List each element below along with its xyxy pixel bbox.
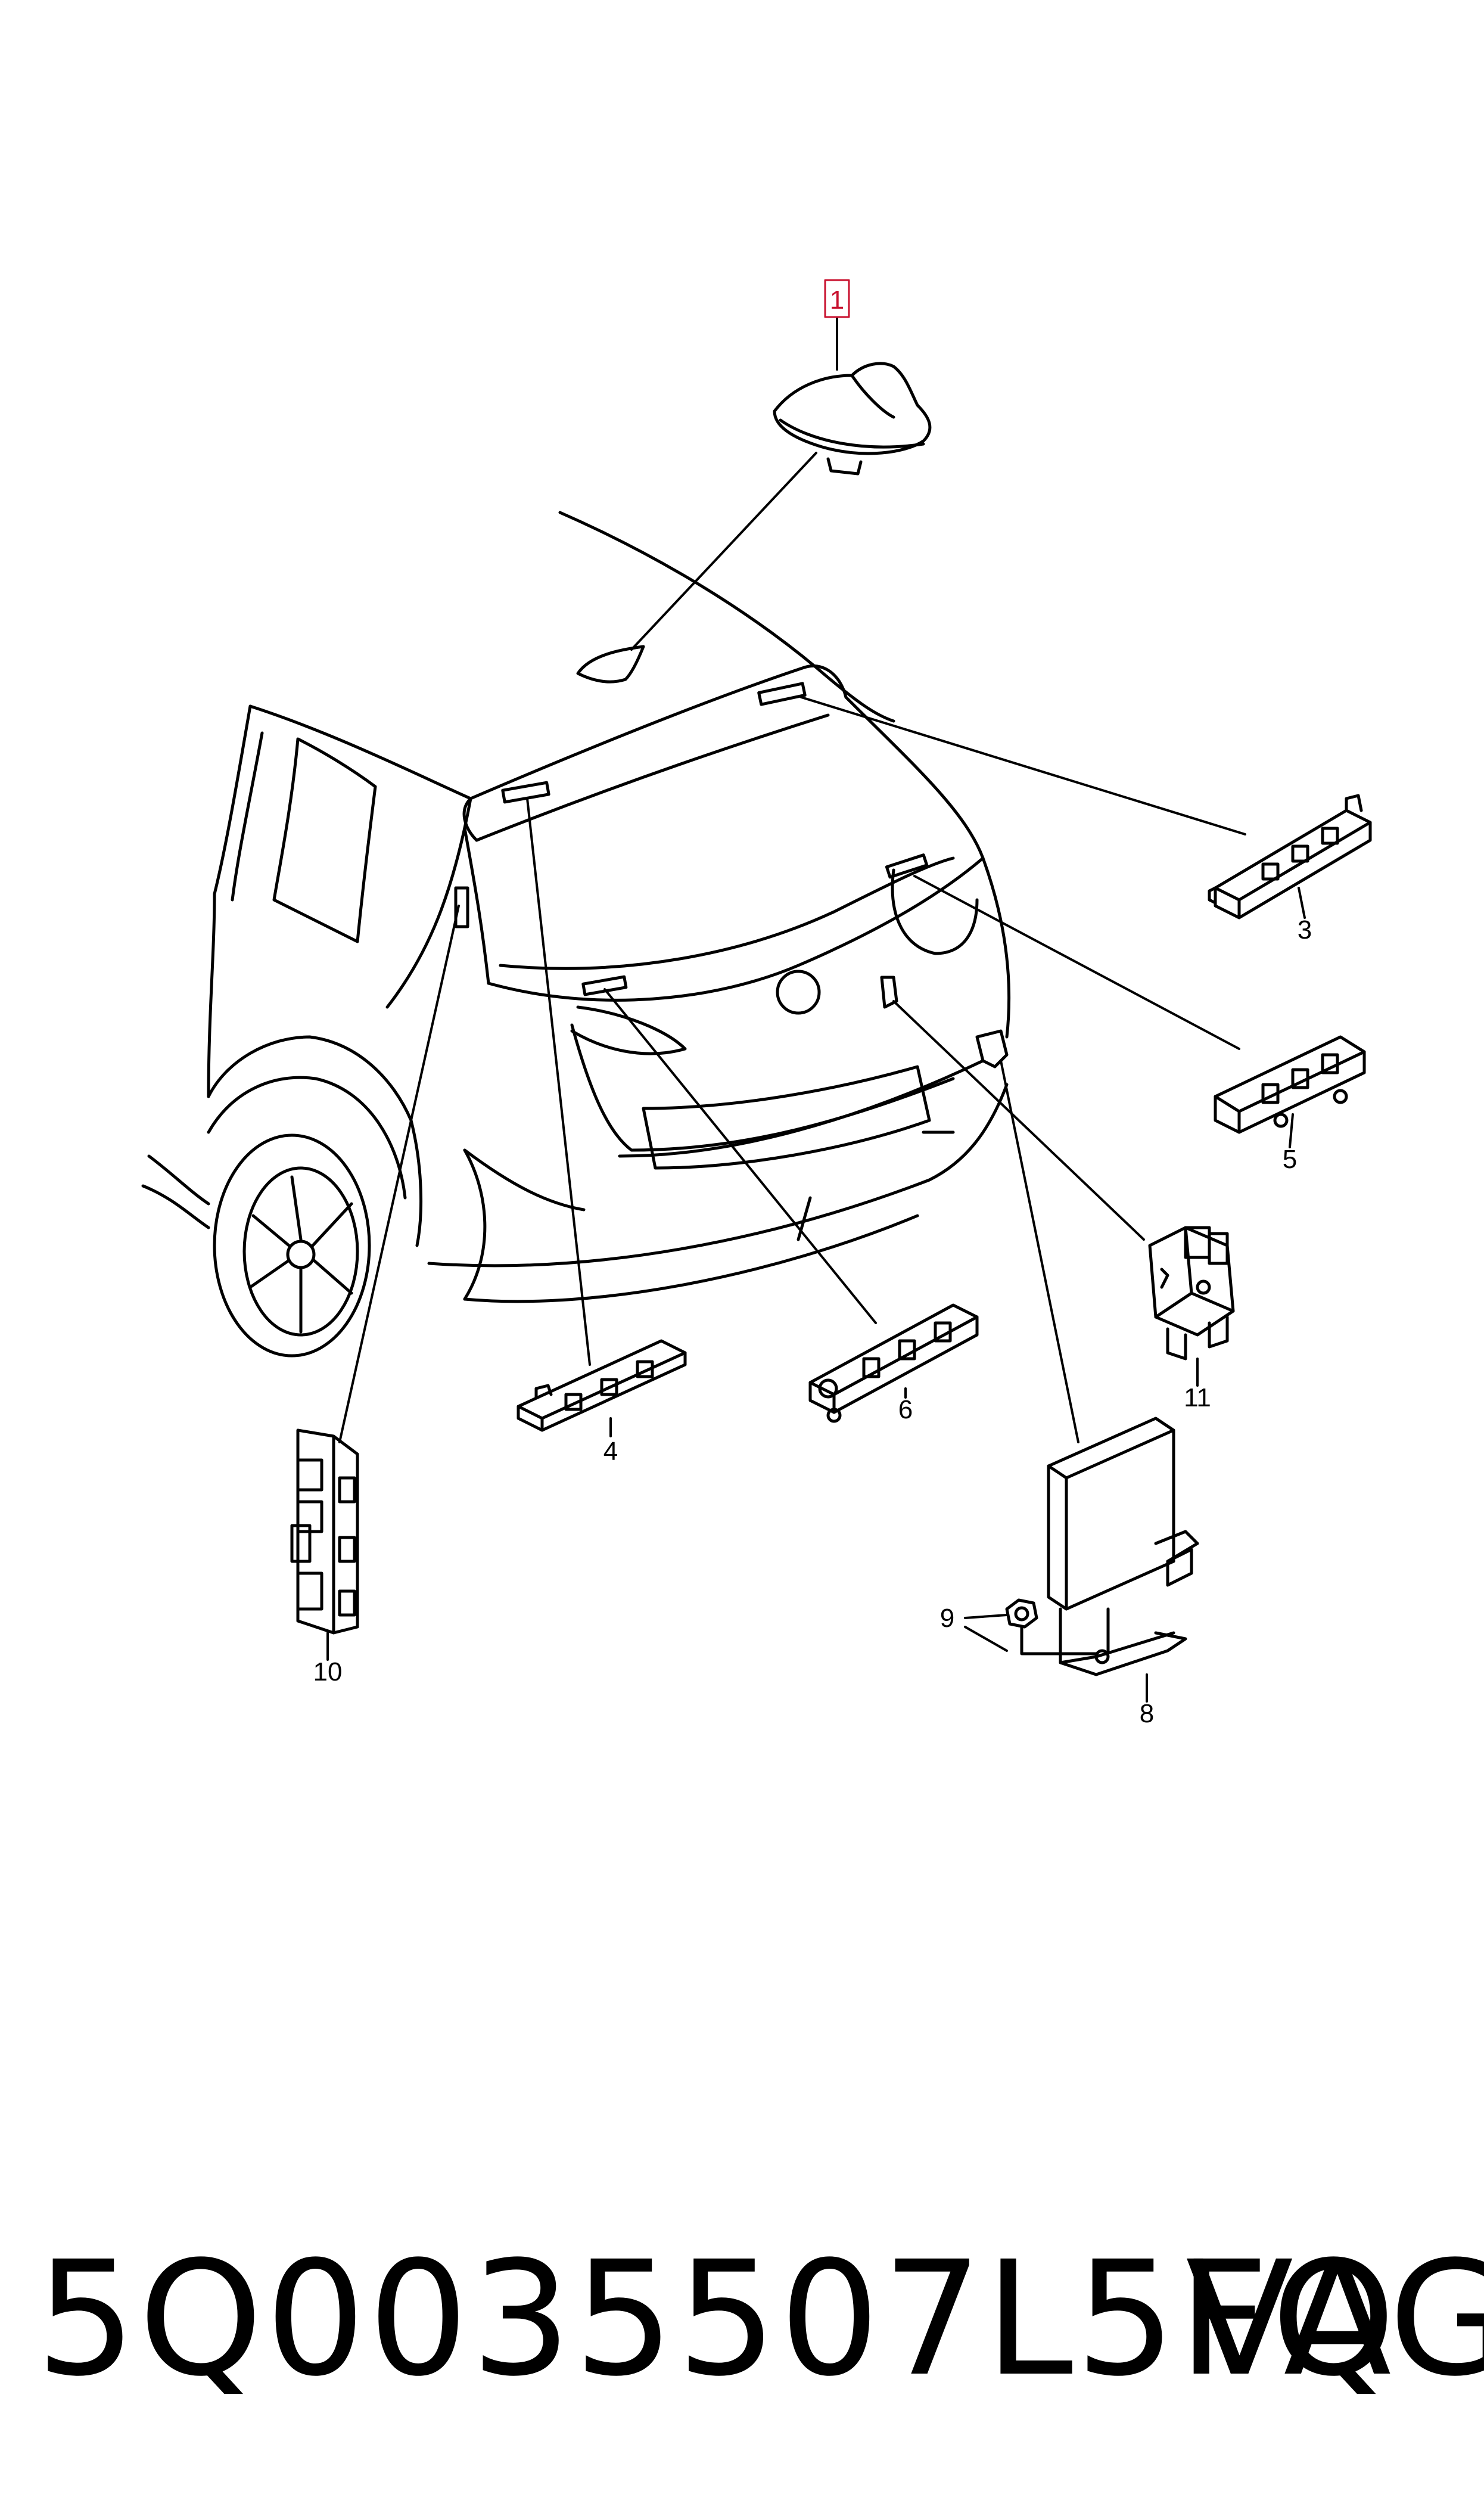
part-10-connector-module: [290, 1428, 359, 1635]
part-3-antenna-amplifier: [1208, 794, 1372, 920]
callout-5: 5: [1283, 1145, 1297, 1174]
callout-9: 9: [940, 1604, 954, 1633]
parts-diagram: 1 3 4 5 6 8 9 10 11: [141, 279, 1372, 1728]
label-leader-ticks: [326, 887, 1306, 1703]
part-8-control-unit: [1047, 1417, 1199, 1676]
callout-1: 1: [824, 279, 850, 318]
car-body: [141, 511, 1011, 1358]
callout-11: 11: [1184, 1383, 1211, 1412]
part-11-connector-module: [1148, 1226, 1235, 1361]
part-6-antenna-amplifier: [808, 1303, 979, 1423]
callout-8: 8: [1140, 1699, 1154, 1728]
brand-label: VAG: [1186, 2228, 1484, 2411]
part-1-roof-antenna: [773, 362, 932, 476]
part-9-nut: [1005, 1598, 1098, 1655]
leader-lines: [338, 318, 1246, 1652]
callout-10: 10: [313, 1657, 343, 1686]
part-5-antenna-amplifier: [1214, 1035, 1366, 1134]
part-number: 5Q0035507L5FQ: [36, 2228, 1398, 2411]
svg-text:1: 1: [830, 285, 844, 315]
callout-3: 3: [1298, 915, 1312, 945]
callout-6: 6: [898, 1395, 913, 1424]
part-4-antenna-amplifier: [517, 1339, 687, 1432]
callout-4: 4: [603, 1437, 618, 1466]
